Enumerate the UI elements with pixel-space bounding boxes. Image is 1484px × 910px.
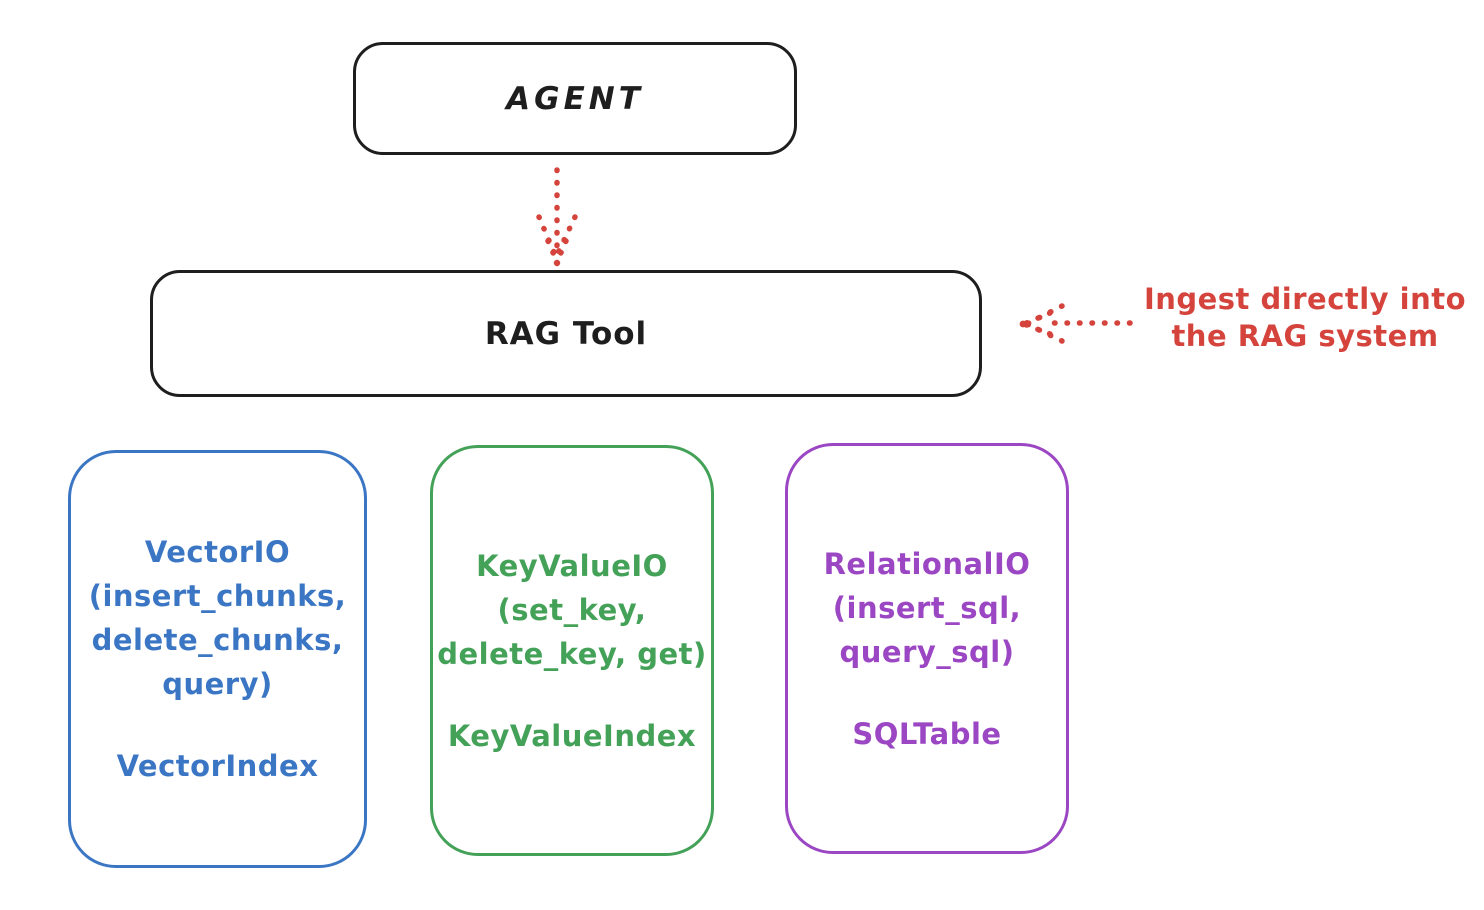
rag-tool-node-label: RAG Tool [484,315,648,352]
vector-io-methods-line2: delete_chunks, [91,623,344,657]
agent-node-label: AGENT [506,80,644,117]
relational-io-methods-line2: query_sql) [839,634,1015,669]
ingest-annotation-line2: the RAG system [1171,319,1439,353]
sql-table-label: SQLTable [852,716,1002,751]
relational-io-box: RelationalIO (insert_sql, query_sql) SQL… [785,443,1069,854]
agent-node: AGENT [353,42,797,155]
vector-io-title: VectorIO [144,535,291,569]
vector-io-methods-line3: query) [162,667,273,701]
keyvalue-io-methods-line1: (set_key, [497,592,647,627]
ingest-annotation: Ingest directly into the RAG system [1135,281,1475,355]
relational-io-title: RelationalIO [823,546,1031,581]
keyvalue-io-box: KeyValueIO (set_key, delete_key, get) Ke… [430,445,714,856]
ingest-annotation-line1: Ingest directly into [1143,282,1467,316]
vector-io-box: VectorIO (insert_chunks, delete_chunks, … [68,450,367,868]
annotation-to-rag-arrow-icon [1019,303,1133,344]
relational-io-methods-line1: (insert_sql, [832,590,1022,625]
vector-index-label: VectorIndex [116,749,319,783]
agent-to-rag-arrow-icon [536,167,578,267]
keyvalue-io-title: KeyValueIO [476,548,668,583]
rag-tool-node: RAG Tool [150,270,982,397]
vector-io-methods-line1: (insert_chunks, [88,579,347,613]
keyvalue-io-methods-line2: delete_key, get) [437,636,707,671]
keyvalue-index-label: KeyValueIndex [447,718,697,753]
